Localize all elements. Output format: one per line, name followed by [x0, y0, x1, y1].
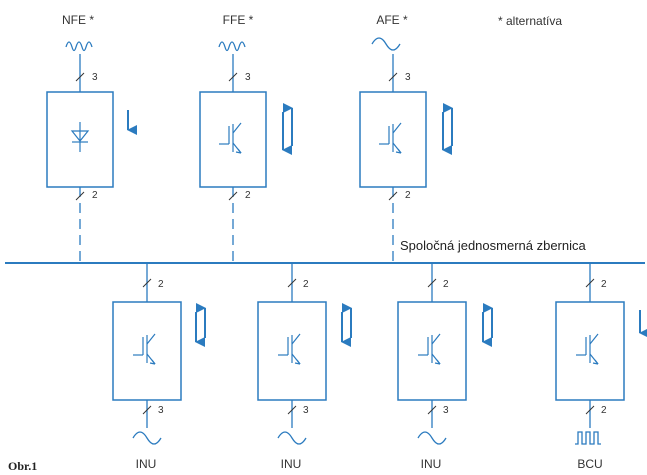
- bottom-unit-bcu: 2 2 BCU: [555, 263, 647, 471]
- wire-count-upper: 2: [601, 279, 607, 290]
- igbt-icon: [278, 333, 301, 365]
- igbt-icon: [418, 333, 441, 365]
- wire-count-lower: 3: [158, 405, 164, 416]
- wire-count-lower: 3: [443, 405, 449, 416]
- unit-label: INU: [136, 457, 157, 471]
- top-unit-afe: AFE * 3 2: [359, 13, 453, 263]
- wire-count-lower: 2: [601, 405, 607, 416]
- wire-count-upper: 3: [405, 72, 411, 83]
- wire-count-upper: 2: [303, 279, 309, 290]
- bottom-unit-inu-1: 2 3 INU: [112, 263, 206, 471]
- distorted-wave-icon: [65, 41, 93, 52]
- square-pulse-icon: [575, 431, 601, 445]
- unit-label: INU: [421, 457, 442, 471]
- wire-count-upper: 2: [158, 279, 164, 290]
- igbt-icon: [379, 122, 402, 154]
- wire-count-upper: 3: [245, 72, 251, 83]
- wire-count-upper: 2: [443, 279, 449, 290]
- bottom-unit-inu-2: 2 3 INU: [257, 263, 352, 471]
- sine-wave-icon: [417, 431, 447, 445]
- power-flow-arrow-bidirectional: [282, 103, 293, 155]
- unit-label: BCU: [577, 457, 602, 471]
- wire-count-lower: 2: [405, 190, 411, 201]
- top-unit-nfe: NFE * 3 2: [46, 13, 137, 263]
- dc-bus-label: Spoločná jednosmerná zbernica: [400, 238, 586, 253]
- unit-label: NFE *: [62, 13, 94, 27]
- sine-wave-icon: [277, 431, 307, 445]
- igbt-icon: [219, 122, 242, 154]
- power-flow-arrow-bidirectional: [442, 103, 453, 155]
- power-flow-arrow-bidirectional: [195, 303, 206, 347]
- alternative-note: * alternatíva: [498, 14, 562, 28]
- wire-count-lower: 2: [245, 190, 251, 201]
- power-flow-arrow-bidirectional: [482, 303, 493, 347]
- power-flow-arrow-bidirectional: [341, 303, 352, 347]
- unit-label: AFE *: [376, 13, 408, 27]
- wire-count-upper: 3: [92, 72, 98, 83]
- sine-wave-icon: [371, 37, 401, 51]
- igbt-icon: [576, 333, 599, 365]
- igbt-icon: [133, 333, 156, 365]
- unit-label: INU: [281, 457, 302, 471]
- wire-count-lower: 2: [92, 190, 98, 201]
- top-unit-ffe: FFE * 3 2: [199, 13, 293, 263]
- figure-caption: Obr.1: [8, 459, 37, 473]
- sine-wave-icon: [132, 431, 162, 445]
- bottom-unit-inu-3: 2 3 INU: [397, 263, 493, 471]
- wire-count-lower: 3: [303, 405, 309, 416]
- distorted-wave-icon: [218, 41, 246, 52]
- unit-label: FFE *: [223, 13, 254, 27]
- rectifier-icon: [70, 122, 90, 152]
